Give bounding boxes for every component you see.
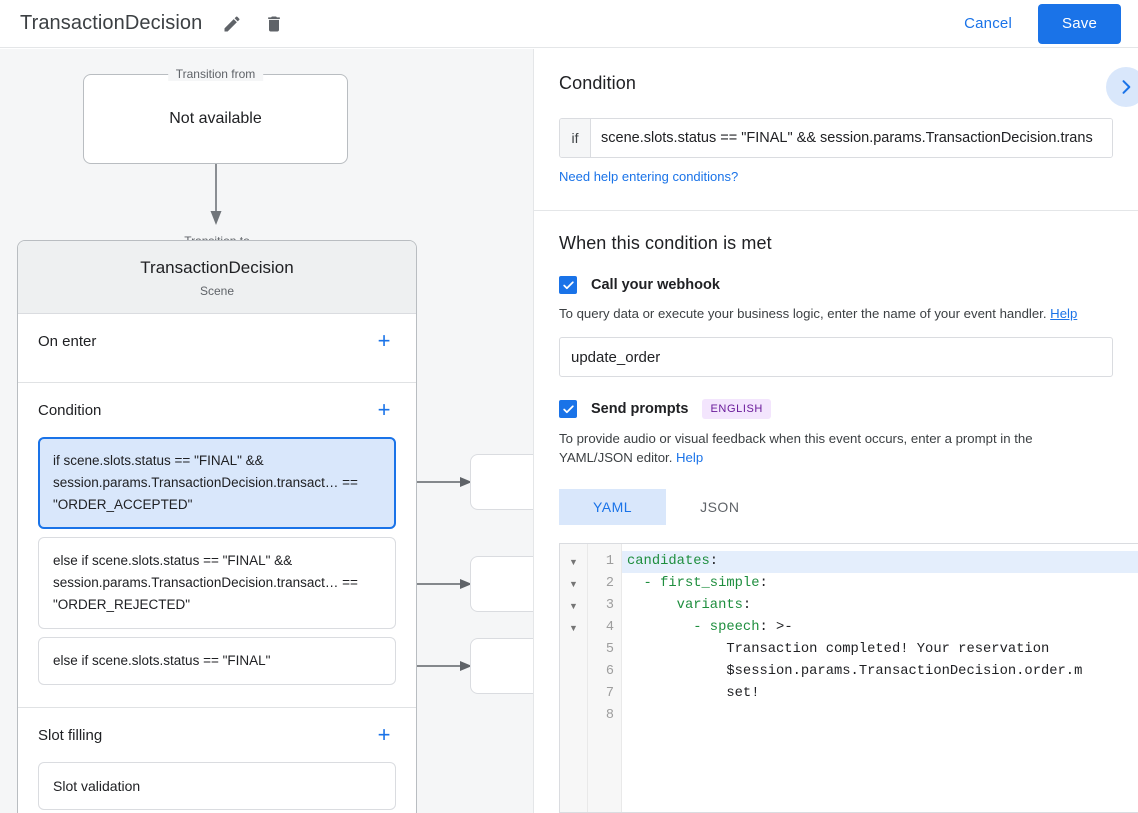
prompts-help-link[interactable]: Help: [676, 450, 704, 465]
chevron-right-icon[interactable]: [1106, 67, 1138, 107]
tab-json[interactable]: JSON: [700, 499, 740, 515]
line-number: 8: [605, 708, 614, 723]
topbar-actions: Cancel Save: [952, 3, 1121, 44]
code-line: [622, 705, 1138, 727]
webhook-handler-input[interactable]: [559, 337, 1113, 377]
add-slot-filling-button[interactable]: +: [377, 722, 391, 747]
when-met-heading: When this condition is met: [559, 233, 772, 253]
call-webhook-label: Call your webhook: [591, 277, 720, 293]
condition-help-link[interactable]: Need help entering conditions?: [559, 169, 739, 184]
line-number: 2: [605, 576, 614, 591]
line-number: 7: [605, 686, 614, 701]
pencil-icon[interactable]: [220, 12, 244, 36]
top-app-bar: TransactionDecision Cancel Save: [0, 0, 1138, 48]
condition-if-label: if: [560, 119, 591, 157]
line-number: 6: [605, 664, 614, 679]
language-badge: ENGLISH: [702, 399, 771, 419]
save-button[interactable]: Save: [1038, 3, 1121, 44]
webhook-help-link[interactable]: Help: [1050, 306, 1078, 321]
scene-header[interactable]: TransactionDecision Scene: [18, 241, 416, 314]
line-number: 1: [605, 554, 614, 569]
yaml-editor[interactable]: ▼ ▼ ▼ ▼ 1 2 3 4 5 6 7 8 candidates: - fi…: [559, 543, 1138, 813]
fold-caret-icon[interactable]: ▼: [569, 557, 578, 567]
condition-expression-input[interactable]: [591, 119, 1112, 157]
line-number: 5: [605, 642, 614, 657]
transition-target-stub[interactable]: [470, 638, 533, 694]
page-title: TransactionDecision: [20, 12, 203, 34]
code-line: Transaction completed! Your reservation: [627, 642, 1050, 657]
slot-validation-item[interactable]: Slot validation: [38, 762, 396, 810]
transition-target-stub[interactable]: [470, 454, 533, 510]
slot-filling-title: Slot filling: [38, 726, 103, 744]
send-prompts-checkbox[interactable]: [559, 400, 577, 418]
call-webhook-checkbox[interactable]: [559, 276, 577, 294]
scene-name: TransactionDecision: [140, 258, 294, 277]
code-line: $session.params.TransactionDecision.orde…: [627, 664, 1083, 679]
fold-caret-icon[interactable]: ▼: [569, 579, 578, 589]
condition-title: Condition: [38, 401, 102, 419]
add-condition-button[interactable]: +: [377, 397, 391, 422]
condition-list-item[interactable]: else if scene.slots.status == "FINAL": [38, 637, 396, 685]
transition-from-card[interactable]: Transition from Not available: [83, 67, 348, 164]
scene-type: Scene: [199, 284, 235, 298]
editor-fold-gutter: ▼ ▼ ▼ ▼: [560, 544, 588, 812]
cancel-button[interactable]: Cancel: [952, 7, 1024, 40]
code-line: - first_simple:: [627, 576, 768, 591]
condition-list-item[interactable]: if scene.slots.status == "FINAL" && sess…: [38, 437, 396, 529]
webhook-helper-body: To query data or execute your business l…: [559, 306, 1047, 321]
when-condition-met-section: When this condition is met Call your web…: [534, 211, 1138, 525]
code-line: set!: [627, 686, 760, 701]
send-prompts-row: Send prompts ENGLISH: [559, 399, 1113, 419]
line-number: 3: [605, 598, 614, 613]
condition-section: Condition if Need help entering conditio…: [534, 49, 1138, 211]
code-line: candidates:: [622, 551, 1138, 573]
line-number: 4: [605, 620, 614, 635]
fold-caret-icon[interactable]: ▼: [569, 601, 578, 611]
trash-icon[interactable]: [262, 12, 286, 36]
condition-heading: Condition: [559, 73, 636, 93]
section-slot-filling: Slot filling + Slot validation: [18, 708, 416, 813]
on-enter-title: On enter: [38, 332, 97, 350]
call-webhook-row: Call your webhook: [559, 276, 1113, 294]
condition-input-row: if: [559, 118, 1113, 158]
tab-yaml[interactable]: YAML: [559, 489, 667, 525]
section-on-enter: On enter +: [18, 314, 416, 383]
prompts-helper-body: To provide audio or visual feedback when…: [559, 431, 1033, 465]
condition-details-panel: Condition if Need help entering conditio…: [533, 49, 1138, 813]
add-on-enter-button[interactable]: +: [377, 328, 391, 353]
webhook-helper-text: To query data or execute your business l…: [559, 304, 1113, 323]
condition-list-item[interactable]: else if scene.slots.status == "FINAL" &&…: [38, 537, 396, 629]
flow-canvas: Transition from Not available Transition…: [0, 49, 533, 813]
transition-target-stub[interactable]: [470, 556, 533, 612]
transition-to-card: TransactionDecision Scene On enter + Con…: [17, 240, 417, 813]
code-line: - speech: >-: [627, 620, 793, 635]
fold-caret-icon[interactable]: ▼: [569, 623, 578, 633]
editor-code-area[interactable]: candidates: - first_simple: variants: - …: [622, 544, 1138, 812]
prompts-helper-text: To provide audio or visual feedback when…: [559, 429, 1113, 467]
transition-from-legend: Transition from: [167, 67, 264, 81]
send-prompts-label: Send prompts: [591, 401, 689, 417]
format-tabs: YAML JSON: [559, 489, 1113, 525]
editor-line-numbers: 1 2 3 4 5 6 7 8: [588, 544, 622, 812]
section-condition: Condition + if scene.slots.status == "FI…: [18, 383, 416, 708]
transition-from-value: Not available: [169, 110, 262, 127]
code-line: variants:: [627, 598, 752, 613]
